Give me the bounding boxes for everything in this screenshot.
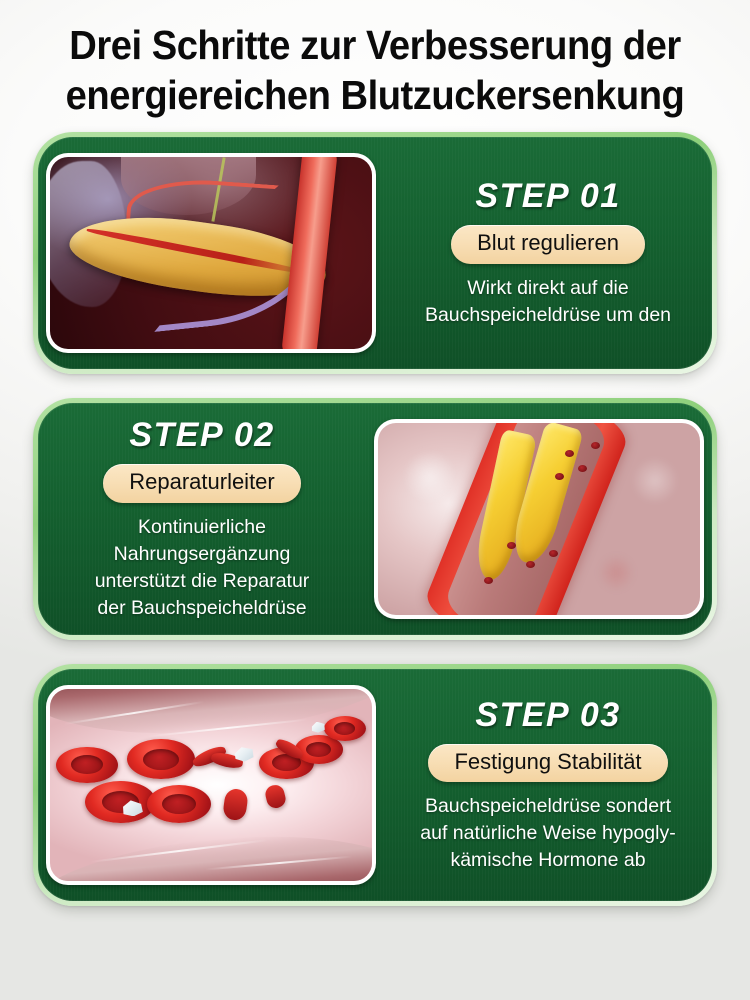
red-blood-cell-edge-icon xyxy=(221,787,249,821)
step-2-description: Kontinuierliche Nahrungsergänzung unters… xyxy=(46,514,358,622)
page-title-line-2: energiereichen Blutzuckersenkung xyxy=(65,72,685,118)
red-blood-cell-icon xyxy=(564,449,574,457)
artery-plaque-illustration xyxy=(378,423,700,615)
red-blood-cell-icon xyxy=(506,542,516,550)
step-3-description: Bauchspeicheldrüse sondert auf natürlich… xyxy=(392,793,704,874)
red-blood-cell-edge-icon xyxy=(263,783,288,811)
step-2-label: STEP 02 xyxy=(129,416,275,455)
red-blood-cell-icon xyxy=(555,472,565,480)
step-2-badge[interactable]: Reparaturleiter xyxy=(103,464,301,503)
step-3-desc-line-2: auf natürliche Weise hypogly- xyxy=(420,822,676,845)
step-card-1: STEP 01 Blut regulieren Wirkt direkt auf… xyxy=(33,132,717,374)
red-blood-cell-icon xyxy=(56,746,118,784)
glucose-crystal-icon xyxy=(311,721,325,733)
red-blood-cell-icon xyxy=(146,785,211,824)
step-card-3: STEP 03 Festigung Stabilität Bauchspeich… xyxy=(33,664,717,906)
glucose-crystal-icon xyxy=(234,747,254,762)
step-1-label: STEP 01 xyxy=(475,177,621,216)
step-3-text-panel: STEP 03 Festigung Stabilität Bauchspeich… xyxy=(384,696,712,874)
step-2-desc-line-3: unterstützt die Reparatur xyxy=(94,569,310,592)
step-1-image-panel xyxy=(46,153,376,353)
step-card-2: STEP 02 Reparaturleiter Kontinuierliche … xyxy=(33,398,717,640)
step-3-badge[interactable]: Festigung Stabilität xyxy=(428,743,668,783)
red-blood-cells-illustration xyxy=(50,689,372,881)
step-1-description: Wirkt direkt auf die Bauchspeicheldrüse … xyxy=(392,275,704,329)
step-1-text-panel: STEP 01 Blut regulieren Wirkt direkt auf… xyxy=(384,177,712,328)
step-1-desc-line-2: Bauchspeicheldrüse um den xyxy=(424,303,672,326)
step-3-desc-line-3: kämische Hormone ab xyxy=(450,849,646,872)
vessel-wall-bottom-icon xyxy=(50,821,372,881)
step-2-desc-line-4: der Bauchspeicheldrüse xyxy=(97,596,307,619)
step-2-text-panel: STEP 02 Reparaturleiter Kontinuierliche … xyxy=(38,416,366,621)
step-3-desc-line-1: Bauchspeicheldrüse sondert xyxy=(424,795,672,818)
red-blood-cell-icon xyxy=(323,715,366,741)
step-1-desc-line-1: Wirkt direkt auf die xyxy=(467,276,629,299)
step-2-desc-line-2: Nahrungsergänzung xyxy=(113,542,291,565)
pancreas-illustration xyxy=(50,157,372,349)
step-1-badge[interactable]: Blut regulieren xyxy=(451,225,645,264)
red-blood-cell-icon xyxy=(590,442,600,450)
page-title-line-1: Drei Schritte zur Verbesserung der xyxy=(69,22,681,68)
step-3-label: STEP 03 xyxy=(475,695,621,734)
red-blood-cell-icon xyxy=(85,781,157,824)
red-blood-cell-icon xyxy=(526,561,536,569)
red-blood-cell-icon xyxy=(484,576,494,584)
red-blood-cell-icon xyxy=(548,549,558,557)
red-blood-cell-icon xyxy=(294,735,344,764)
step-2-desc-line-1: Kontinuierliche xyxy=(138,515,266,538)
steps-container: STEP 01 Blut regulieren Wirkt direkt auf… xyxy=(0,132,750,906)
red-blood-cell-icon xyxy=(127,738,195,780)
glucose-crystal-icon xyxy=(123,800,143,817)
step-3-image-panel xyxy=(46,685,376,885)
step-2-image-panel xyxy=(374,419,704,619)
red-blood-cell-icon xyxy=(577,465,587,473)
page-title: Drei Schritte zur Verbesserung der energ… xyxy=(0,0,750,120)
